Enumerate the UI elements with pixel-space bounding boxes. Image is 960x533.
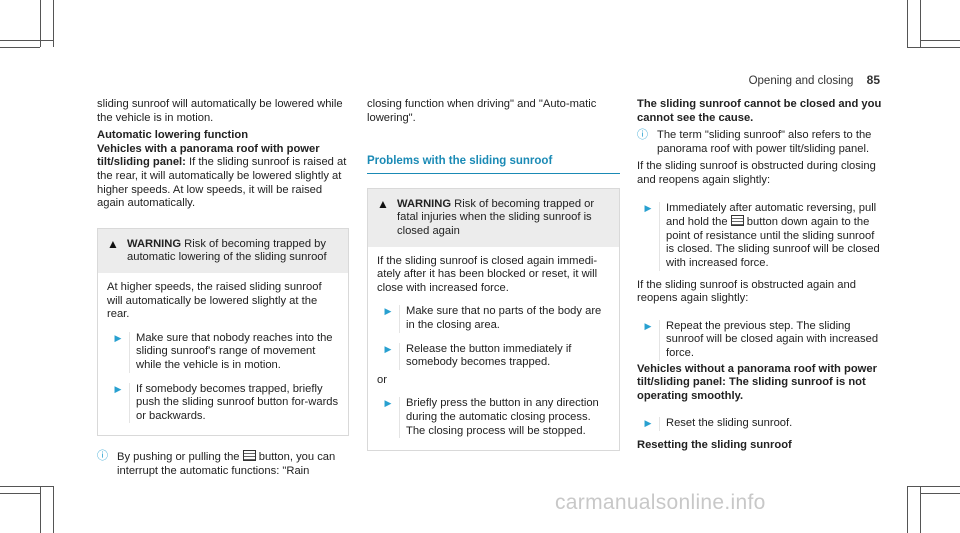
step-text: If somebody becomes trapped, briefly pus… xyxy=(129,382,339,424)
paragraph: If the sliding sunroof is obstructed dur… xyxy=(637,160,876,186)
crop-mark xyxy=(53,0,54,47)
note: ⓘ The term "sliding sunroof" also refers… xyxy=(637,129,883,156)
warning-body-text: At higher speeds, the raised sliding sun… xyxy=(107,280,322,321)
crop-mark xyxy=(907,47,960,48)
panorama-roof-text: If the sliding sunroof is raised at the … xyxy=(97,156,347,210)
step-arrow-icon: ▶ xyxy=(644,418,652,429)
step-arrow-icon: ▶ xyxy=(384,343,392,354)
step-arrow-icon: ▶ xyxy=(644,202,652,213)
step-text: Reset the sliding sunroof. xyxy=(659,417,883,431)
crop-mark xyxy=(0,493,40,494)
instruction-step: ▶ If somebody becomes trapped, briefly p… xyxy=(107,382,339,424)
instruction-step: ▶ Make sure that nobody reaches into the… xyxy=(107,331,339,373)
instruction-step: ▶ Repeat the previous step. The sliding … xyxy=(637,319,883,361)
crop-mark xyxy=(907,486,908,533)
step-text: Immediately after automatic reversing, p… xyxy=(659,201,883,271)
continued-text: closing function when driving" and "Auto… xyxy=(367,98,597,124)
heading-automatic-lowering: Automatic lowering function xyxy=(97,129,249,142)
step-arrow-icon: ▶ xyxy=(384,398,392,409)
crop-mark xyxy=(0,47,40,48)
panorama-roof-paragraph: Vehicles with a panorama roof with power… xyxy=(97,143,349,211)
warning-text: Risk of becoming trapped or fatal injuri… xyxy=(397,197,595,237)
warning-title-line: WARNING Risk of becoming trapped or fata… xyxy=(397,198,610,239)
heading-resetting: Resetting the sliding sunroof xyxy=(637,438,792,451)
running-header: Opening and closing 85 xyxy=(748,73,880,89)
step-arrow-icon: ▶ xyxy=(114,383,122,394)
note-text: The term "sliding sunroof" also refers t… xyxy=(657,129,872,155)
info-note-icon: ⓘ xyxy=(637,129,648,142)
sunroof-button-icon xyxy=(242,450,256,462)
column-middle: closing function when driving" and "Auto… xyxy=(367,98,620,452)
warning-box: ▲ WARNING Risk of becoming trapped by au… xyxy=(97,227,349,437)
sunroof-button-icon xyxy=(730,215,744,227)
instruction-step: ▶ Immediately after automatic reversing,… xyxy=(637,201,883,271)
instruction-step: ▶ Release the button immediately if some… xyxy=(377,342,610,370)
step-arrow-icon: ▶ xyxy=(384,306,392,317)
warning-body: If the sliding sunroof is closed again i… xyxy=(368,247,619,451)
crop-mark xyxy=(920,0,921,47)
warning-header: ▲ WARNING Risk of becoming trapped by au… xyxy=(98,228,348,273)
warning-body: At higher speeds, the raised sliding sun… xyxy=(98,273,348,435)
crop-mark xyxy=(907,0,908,47)
note-text-part: button, you can interrupt the automatic … xyxy=(117,451,336,477)
heading-cannot-close: The sliding sunroof cannot be closed and… xyxy=(637,98,882,124)
crop-mark xyxy=(40,0,41,47)
instruction-step: ▶ Make sure that no parts of the body ar… xyxy=(377,305,610,333)
panorama-roof-heading: Vehicles with a panorama roof with power… xyxy=(97,142,320,169)
note-text: By pushing or pulling the button, you ca… xyxy=(117,450,349,478)
warning-label: WARNING xyxy=(397,197,452,210)
warning-box: ▲ WARNING Risk of becoming trapped or fa… xyxy=(367,187,620,452)
info-note-icon: ⓘ xyxy=(97,450,108,463)
section-title: Opening and closing xyxy=(748,75,854,87)
crop-mark xyxy=(0,40,53,41)
crop-mark xyxy=(907,486,960,487)
page-number: 85 xyxy=(866,73,880,87)
heading-rule xyxy=(367,172,620,174)
step-arrow-icon: ▶ xyxy=(644,320,652,331)
crop-mark xyxy=(53,486,54,533)
step-text-part: button down again to the point of resist… xyxy=(666,216,880,269)
instruction-step: ▶ Reset the sliding sunroof. xyxy=(637,417,883,431)
crop-mark xyxy=(920,40,960,41)
step-text: Briefly press the button in any directio… xyxy=(399,397,610,439)
crop-mark xyxy=(0,486,53,487)
warning-triangle-icon: ▲ xyxy=(107,236,119,251)
step-arrow-icon: ▶ xyxy=(114,332,122,343)
warning-title-line: WARNING Risk of becoming trapped by auto… xyxy=(127,238,339,265)
paragraph: If the sliding sunroof is obstructed aga… xyxy=(637,278,856,305)
warning-body-text: If the sliding sunroof is closed again i… xyxy=(377,254,598,294)
warning-triangle-icon: ▲ xyxy=(377,196,389,211)
note-text-part: By pushing or pulling the xyxy=(117,451,243,464)
column-right: The sliding sunroof cannot be closed and… xyxy=(637,98,883,452)
warning-header: ▲ WARNING Risk of becoming trapped or fa… xyxy=(368,188,619,247)
instruction-step: ▶ Briefly press the button in any direct… xyxy=(377,397,610,439)
step-text-part: Immediately after automatic reversing, p… xyxy=(666,201,877,229)
heading-not-smooth: Vehicles without a panorama roof with po… xyxy=(637,362,877,402)
note: ⓘ By pushing or pulling the button, you … xyxy=(97,450,349,478)
watermark: carmanualsonline.info xyxy=(555,491,766,514)
step-text: Make sure that no parts of the body are … xyxy=(399,305,610,333)
warning-text: Risk of becoming trapped by automatic lo… xyxy=(127,237,327,264)
step-text: Repeat the previous step. The sliding su… xyxy=(659,319,883,361)
step-text: Release the button immediately if somebo… xyxy=(399,342,610,370)
crop-mark xyxy=(920,486,921,533)
intro-text: sliding sunroof will automatically be lo… xyxy=(97,98,343,124)
or-text: or xyxy=(377,373,387,386)
crop-mark xyxy=(920,493,960,494)
step-text: Make sure that nobody reaches into the s… xyxy=(129,331,339,373)
crop-mark xyxy=(40,486,41,533)
warning-label: WARNING xyxy=(127,237,182,250)
column-left: sliding sunroof will automatically be lo… xyxy=(97,98,349,478)
heading-problems: Problems with the sliding sunroof xyxy=(367,155,553,168)
